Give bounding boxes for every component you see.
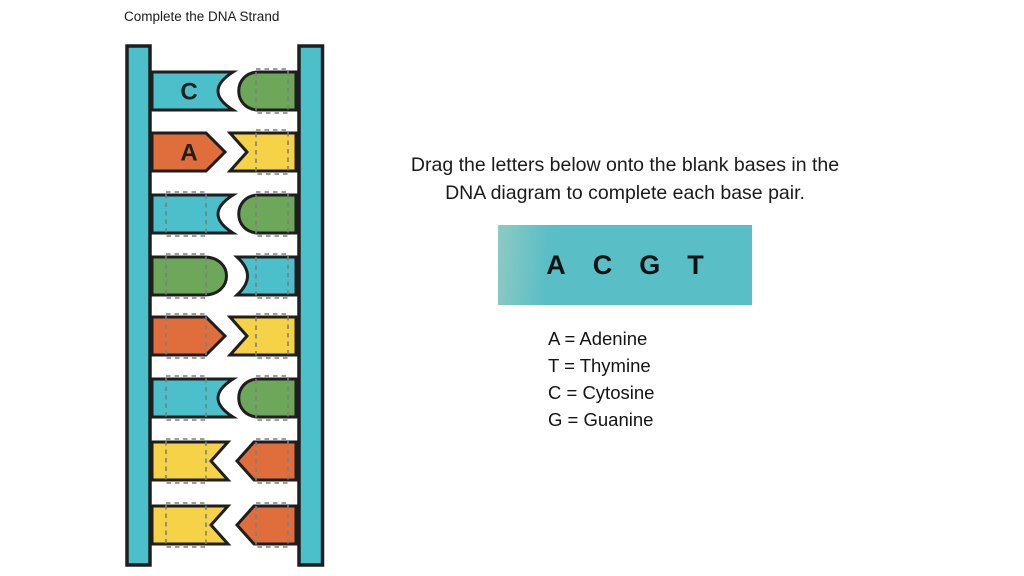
base-label-c: C <box>180 79 197 106</box>
legend-item-cytosine: C = Cytosine <box>548 382 655 403</box>
letter-tile-a[interactable]: A <box>546 249 566 280</box>
letter-tile-c[interactable]: C <box>592 249 613 280</box>
blank-base-right-row2[interactable] <box>226 131 298 173</box>
instruction-text: Drag the letters below onto the blank ba… <box>360 152 890 207</box>
base-pair-row-2: A <box>150 129 298 175</box>
drop-slot-outline <box>165 375 207 421</box>
base-pair-row-3 <box>150 191 298 237</box>
base-pair-row-4 <box>150 253 298 299</box>
drop-slot-outline <box>255 313 289 359</box>
blank-base-right-row8[interactable] <box>234 504 298 546</box>
drop-slot-outline <box>165 253 207 299</box>
drop-slot-outline <box>255 438 289 484</box>
base-label-a: A <box>180 140 197 167</box>
letter-tile-g[interactable]: G <box>639 249 661 280</box>
base-legend: A = Adenine T = Thymine C = Cytosine G =… <box>548 325 654 433</box>
blank-base-left-row3[interactable] <box>150 193 239 235</box>
drop-slot-outline <box>255 68 289 114</box>
legend-item-guanine: G = Guanine <box>548 409 654 430</box>
drop-slot-outline <box>255 129 289 175</box>
blank-base-left-row7[interactable] <box>150 440 232 482</box>
blank-base-left-row4[interactable] <box>150 255 228 297</box>
drop-slot-outline <box>255 191 289 237</box>
blank-base-left-row6[interactable] <box>150 377 239 419</box>
instruction-line-2: DNA diagram to complete each base pair. <box>445 181 805 204</box>
activity-title: Complete the DNA Strand <box>124 9 280 24</box>
legend-item-thymine: T = Thymine <box>548 355 651 376</box>
blank-base-left-row8[interactable] <box>150 504 232 546</box>
drop-slot-outline <box>165 313 207 359</box>
dna-rail-left <box>125 44 152 567</box>
filled-base-left-row1 <box>150 70 239 112</box>
drop-slot-outline <box>165 438 207 484</box>
base-pair-row-6 <box>150 375 298 421</box>
base-pair-row-8 <box>150 502 298 548</box>
drop-slot-outline <box>255 502 289 548</box>
blank-base-left-row5[interactable] <box>150 315 228 357</box>
base-pair-row-5 <box>150 313 298 359</box>
base-pair-row-1: C <box>150 68 298 114</box>
blank-base-right-row7[interactable] <box>234 440 298 482</box>
drop-slot-outline <box>255 375 289 421</box>
drop-slot-outline <box>165 191 207 237</box>
drop-slot-outline <box>165 502 207 548</box>
base-pair-row-7 <box>150 438 298 484</box>
blank-base-right-row4[interactable] <box>233 255 298 297</box>
legend-item-adenine: A = Adenine <box>548 328 648 349</box>
letter-bank: A C G T <box>498 225 752 305</box>
filled-base-left-row2 <box>150 131 228 173</box>
letter-tile-t[interactable]: T <box>687 249 704 280</box>
drop-slot-outline <box>255 253 289 299</box>
blank-base-right-row5[interactable] <box>226 315 298 357</box>
dna-rail-right <box>297 44 325 567</box>
instruction-line-1: Drag the letters below onto the blank ba… <box>410 154 840 176</box>
